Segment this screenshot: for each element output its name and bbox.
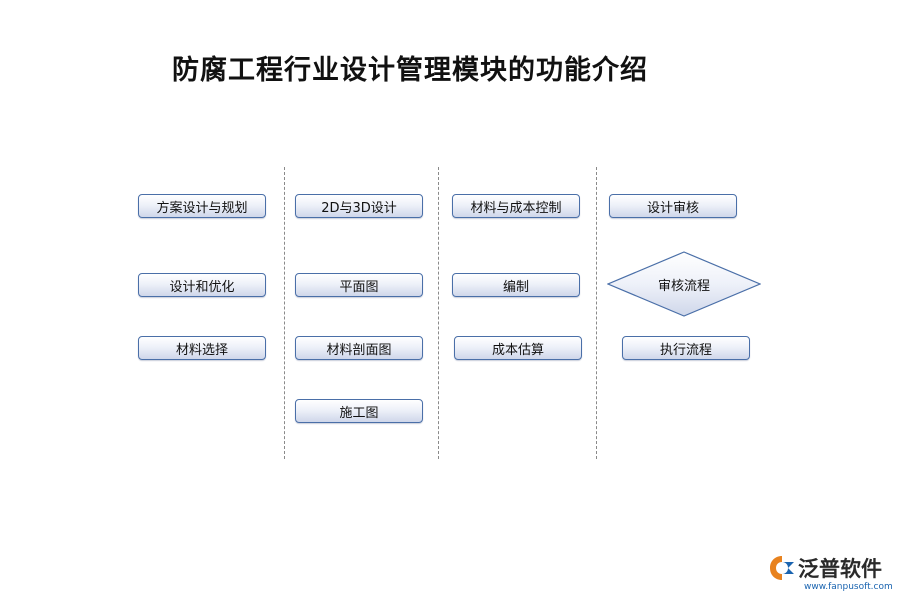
node-scheme-design-planning: 方案设计与规划 [138, 194, 266, 218]
review-process-diamond [607, 251, 761, 317]
node-cost-estimation: 成本估算 [454, 336, 582, 360]
node-construction-drawing: 施工图 [295, 399, 423, 423]
node-material-cost-control: 材料与成本控制 [452, 194, 580, 218]
logo-name: 泛普软件 [798, 557, 882, 581]
node-review-process: 审核流程 [657, 278, 710, 294]
node-design-optimization: 设计和优化 [138, 273, 266, 297]
node-material-selection: 材料选择 [138, 336, 266, 360]
column-divider [596, 167, 597, 459]
logo-url: www.fanpusoft.com [804, 582, 893, 592]
node-design-review: 设计审核 [609, 194, 737, 218]
node-2d-3d-design: 2D与3D设计 [295, 194, 423, 218]
fanpu-logo-icon [770, 556, 794, 580]
node-compilation: 编制 [452, 273, 580, 297]
fanpu-logo: 泛普软件 www.fanpusoft.com [768, 552, 893, 596]
node-floor-plan: 平面图 [295, 273, 423, 297]
node-execution-process: 执行流程 [622, 336, 750, 360]
diagram-title: 防腐工程行业设计管理模块的功能介绍 [172, 55, 648, 86]
column-divider [284, 167, 285, 459]
column-divider [438, 167, 439, 459]
node-material-section: 材料剖面图 [295, 336, 423, 360]
